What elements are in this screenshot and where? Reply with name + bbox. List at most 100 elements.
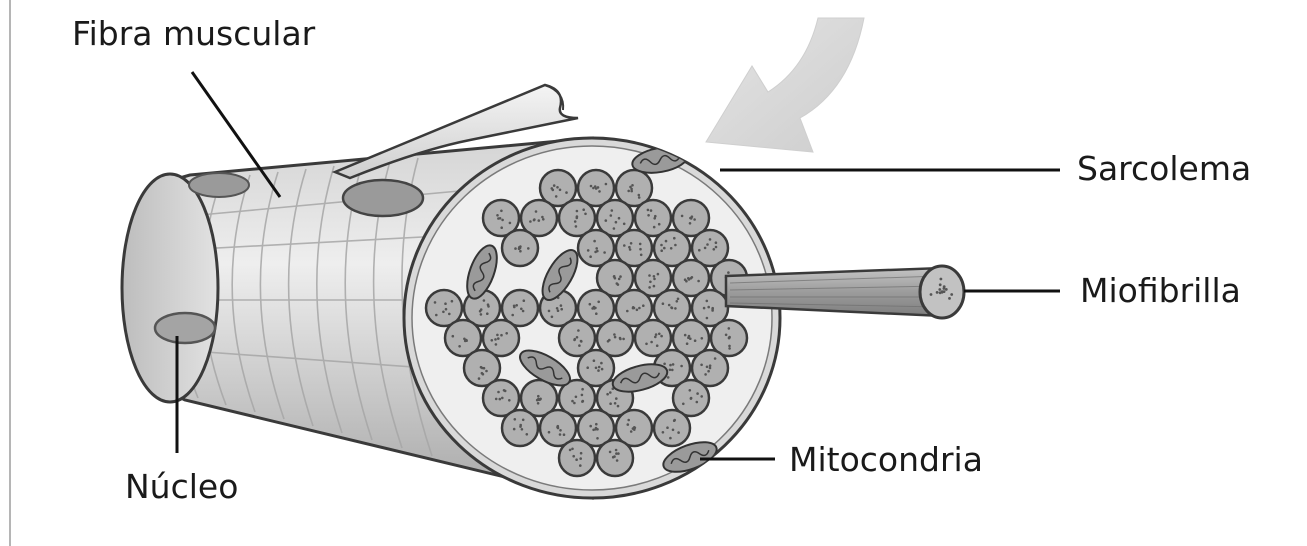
myofilament-dot [689, 222, 692, 225]
myofilament-dot [663, 363, 666, 366]
myofilament-dot [559, 189, 562, 192]
myofilament-dot [593, 359, 596, 362]
myofilament-dot [616, 459, 619, 462]
myofilament-dot [595, 247, 598, 250]
myofilament-dot [688, 335, 691, 338]
label-mitochondria: Mitocondria [789, 440, 983, 479]
myofilament-dot [693, 218, 696, 221]
myofilament-dot [589, 425, 592, 428]
myofilament-dot [636, 309, 639, 312]
myofilament-dot [587, 249, 590, 252]
myofilament-dot [619, 275, 622, 278]
myofilament-dot [595, 312, 598, 315]
myofilament-dot [520, 308, 523, 311]
myofilament-dot [706, 243, 709, 246]
myofilament-dot [571, 400, 574, 403]
myofilament-dot [572, 455, 575, 458]
myofilament-dot [581, 394, 584, 397]
myofilament-dot [619, 338, 622, 341]
myofilament-dot [518, 247, 521, 250]
myofilament-dot [653, 285, 656, 288]
myofilament-dot [480, 366, 483, 369]
myofilament-dot [700, 395, 703, 398]
myofilament-dot [537, 395, 540, 398]
myofilament-dot [559, 429, 562, 432]
myofilament-dot [589, 255, 592, 258]
myofilament-dot [671, 369, 674, 372]
myofilament-dot [647, 209, 650, 212]
myofilament-dot [479, 310, 482, 313]
label-myofibril: Miofibrilla [1080, 271, 1241, 310]
myofilament-dot [452, 335, 455, 338]
myofilament-dot [728, 337, 731, 340]
myofilament-dot [548, 431, 551, 434]
myofilament-dot [496, 214, 499, 217]
myofilament-dot [647, 214, 650, 217]
myofilament-dot [605, 183, 608, 186]
myofilament-dot [676, 300, 679, 303]
myofilament-dot [618, 278, 621, 281]
myofilament-dot [943, 285, 946, 288]
myofilament-dot [494, 338, 497, 341]
myofilament-dot [580, 340, 583, 343]
myofibril-cross-section [597, 440, 633, 476]
myofilament-dot [670, 247, 673, 250]
myofilament-dot [569, 449, 572, 452]
myofilament-dot [551, 316, 554, 319]
myofilament-dot [596, 250, 599, 253]
myofilament-dot [521, 428, 524, 431]
myofilament-dot [548, 310, 551, 313]
myofilament-dot [522, 419, 525, 422]
myofilament-dot [448, 313, 451, 316]
myofilament-dot [656, 344, 659, 347]
myofilament-dot [639, 243, 642, 246]
myofilament-dot [571, 448, 574, 451]
myofilament-dot [529, 220, 532, 223]
myofilament-dot [645, 343, 648, 346]
myofilament-dot [541, 216, 544, 219]
myofilament-dot [527, 247, 530, 250]
myofilament-dot [677, 431, 680, 434]
myofilament-dot [578, 344, 581, 347]
myofilament-dot [597, 186, 600, 189]
myofilament-dot [481, 372, 484, 375]
myofilament-dot [948, 297, 951, 300]
myofilament-dot [560, 304, 563, 307]
myofilament-dot [706, 317, 709, 320]
myofilament-dot [598, 366, 601, 369]
myofilament-dot [674, 244, 677, 247]
myofilament-dot [580, 452, 583, 455]
myofilament-dot [655, 333, 658, 336]
myofilament-dot [483, 299, 486, 302]
myofilament-dot [642, 304, 645, 307]
myofilament-dot [539, 398, 542, 401]
myofilament-dot [601, 368, 604, 371]
myofilament-dot [666, 426, 669, 429]
myofilament-dot [491, 339, 494, 342]
myofilament-dot [630, 430, 633, 433]
myofilament-dot [597, 301, 600, 304]
myofilament-dot [627, 419, 630, 422]
myofilament-dot [586, 366, 589, 369]
myofilament-dot [629, 186, 632, 189]
myofilament-dot [522, 310, 525, 313]
myofilament-dot [514, 247, 517, 250]
myofilament-dot [698, 249, 701, 252]
myofilament-dot [478, 377, 481, 380]
myofilament-dot [537, 398, 540, 401]
myofilament-dot [704, 373, 707, 376]
myofilament-dot [670, 306, 673, 309]
myofilament-dot [533, 218, 536, 221]
myofilament-dot [950, 293, 953, 296]
myofilament-dot [725, 334, 728, 337]
myofilament-dot [945, 288, 948, 291]
myofilament-dot [638, 196, 641, 199]
myofilament-dot [613, 227, 616, 230]
myofilament-dot [650, 209, 653, 212]
myofilament-dot [627, 423, 630, 426]
myofilament-dot [630, 242, 633, 245]
myofilament-dot [526, 433, 529, 436]
myofilament-dot [672, 363, 675, 366]
myofilament-dot [480, 313, 483, 316]
myofilament-dot [700, 364, 703, 367]
